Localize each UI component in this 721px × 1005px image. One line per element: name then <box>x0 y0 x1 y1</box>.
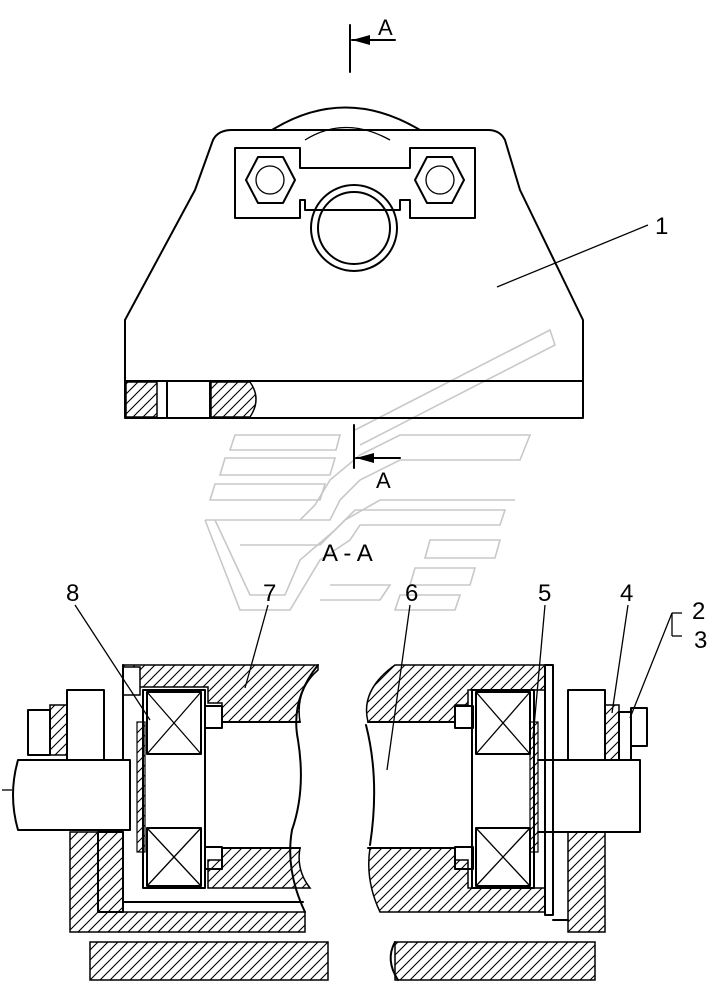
callout-3: 3 <box>694 627 707 654</box>
callout-5: 5 <box>538 580 551 607</box>
section-view <box>2 664 648 981</box>
housing-top-view <box>124 24 584 469</box>
section-marker-top: A <box>378 15 393 40</box>
bolt-left-icon <box>245 156 296 204</box>
callout-2: 2 <box>692 598 705 625</box>
bolt-right-icon <box>414 156 465 204</box>
section-marker-bottom: A <box>376 468 391 493</box>
callout-6: 6 <box>405 580 418 607</box>
callout-7: 7 <box>263 580 276 607</box>
leader-lines <box>74 224 682 771</box>
callout-1: 1 <box>655 213 668 240</box>
section-title: A - A <box>322 540 373 567</box>
callout-8: 8 <box>66 580 79 607</box>
callout-4: 4 <box>620 580 633 607</box>
